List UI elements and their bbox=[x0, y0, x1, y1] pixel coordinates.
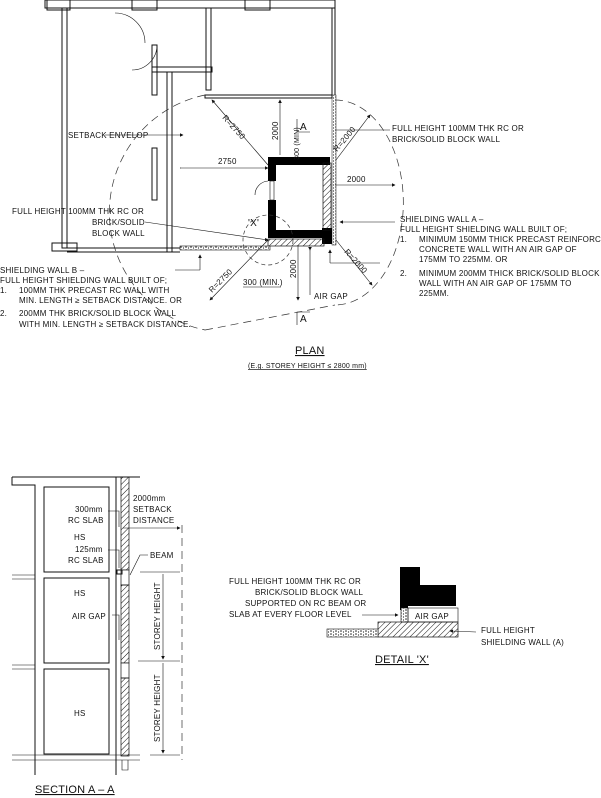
left-wall-note: FULL HEIGHT 100MM THK RC OR BRICK/SOLID … bbox=[12, 207, 145, 238]
air-gap-label: AIR GAP bbox=[415, 612, 449, 621]
note-line: FULL HEIGHT SHIELDING WALL BUILT OF; bbox=[400, 225, 567, 234]
note-line: 175MM TO 225MM. OR bbox=[419, 255, 508, 264]
min-300-top: 300 (MIN) bbox=[294, 127, 301, 160]
plan-title: PLAN bbox=[295, 345, 325, 357]
note-line: MIN. LENGTH ≥ SETBACK DISTANCE. OR bbox=[19, 296, 182, 305]
note-line: SHIELDING WALL (A) bbox=[481, 638, 564, 647]
plan-subtitle: (E.g. STOREY HEIGHT ≤ 2800 mm) bbox=[248, 363, 367, 370]
note-line: WITH MIN. LENGTH ≥ SETBACK DISTANCE. bbox=[19, 320, 191, 329]
setback-label: 2000mm bbox=[133, 494, 165, 503]
hs-label: HS bbox=[74, 709, 86, 718]
note-line: BRICK/SOLID BLOCK WALL bbox=[392, 135, 500, 144]
dim-2750: 2750 bbox=[218, 157, 237, 166]
note-line: 2. bbox=[0, 309, 7, 318]
slab-125-label: RC SLAB bbox=[68, 556, 104, 565]
plan-view: SETBACK ENVELOP 2750 2000 2000 2000 R=27… bbox=[0, 0, 601, 370]
note-line: FULL HEIGHT bbox=[481, 626, 535, 635]
detail-x-view: FULL HEIGHT 100MM THK RC OR BRICK/SOLID … bbox=[229, 567, 564, 666]
section-mark-top: A bbox=[300, 122, 307, 133]
hs-label: HS bbox=[74, 533, 86, 542]
shielding-wall-a-note: SHIELDING WALL A – FULL HEIGHT SHIELDING… bbox=[400, 215, 601, 298]
storey-height-label: STOREY HEIGHT bbox=[153, 582, 162, 650]
shielding-wall-a-hatch bbox=[267, 162, 332, 247]
beam-label: BEAM bbox=[150, 551, 174, 560]
detail-labels: FULL HEIGHT 100MM THK RC OR BRICK/SOLID … bbox=[229, 577, 564, 666]
min-300-bottom: 300 (MIN.) bbox=[243, 278, 283, 287]
plan-walls bbox=[44, 0, 337, 253]
note-line: BRICK/SOLID BLOCK WALL bbox=[255, 588, 363, 597]
section-labels: 300mm RC SLAB HS 125mm RC SLAB HS AIR GA… bbox=[35, 494, 174, 796]
dim-2000-right: 2000 bbox=[347, 175, 366, 184]
note-line: 1. bbox=[0, 286, 7, 295]
dim-2000-top: 2000 bbox=[271, 121, 280, 140]
note-line: 100MM THK PRECAST RC WALL WITH bbox=[19, 286, 169, 295]
storey-height-label: STOREY HEIGHT bbox=[153, 674, 162, 742]
note-line: MINIMUM 150MM THICK PRECAST REINFORCED bbox=[419, 235, 601, 244]
slab-300-label: 300mm bbox=[75, 505, 103, 514]
note-line: 2. bbox=[400, 269, 407, 278]
dimension-lines bbox=[105, 99, 396, 325]
note-line: 225MM. bbox=[419, 289, 449, 298]
setback-label: SETBACK bbox=[133, 505, 172, 514]
note-line: SHIELDING WALL A – bbox=[400, 215, 484, 224]
shielding-wall-b-note: SHIELDING WALL B – FULL HEIGHT SHIELDING… bbox=[0, 266, 191, 329]
lift-core bbox=[254, 157, 332, 244]
radius-2750-bottom: R=2750 bbox=[207, 267, 234, 294]
setback-label: DISTANCE bbox=[133, 516, 174, 525]
right-wall-note: FULL HEIGHT 100MM THK RC OR BRICK/SOLID … bbox=[392, 124, 524, 144]
hs-label: HS bbox=[74, 589, 86, 598]
section-mark-bottom: A bbox=[300, 314, 307, 325]
slab-125-label: 125mm bbox=[75, 545, 103, 554]
note-line: SHIELDING WALL B – bbox=[0, 266, 85, 275]
detail-title: DETAIL 'X' bbox=[375, 654, 429, 666]
dim-2000-bottom: 2000 bbox=[289, 259, 298, 278]
radius-2750-top: R=2750 bbox=[221, 113, 248, 141]
section-structure bbox=[11, 476, 183, 775]
detail-x-mark: 'X' bbox=[248, 218, 259, 229]
note-line: WALL WITH AN AIR GAP OF 175MM TO bbox=[419, 279, 572, 288]
note-line: SUPPORTED ON RC BEAM OR bbox=[245, 599, 366, 608]
note-line: SLAB AT EVERY FLOOR LEVEL bbox=[229, 610, 352, 619]
note-line: MINIMUM 200MM THICK BRICK/SOLID BLOCK bbox=[419, 269, 600, 278]
setback-envelope bbox=[109, 94, 404, 331]
air-gap-label: AIR GAP bbox=[72, 612, 106, 621]
note-line: FULL HEIGHT 100MM THK RC OR bbox=[392, 124, 524, 133]
radius-2000-bottom: R=2000 bbox=[343, 247, 370, 275]
note-line: BLOCK WALL bbox=[92, 229, 145, 238]
slab-300-label: RC SLAB bbox=[68, 516, 104, 525]
setback-envelop-label: SETBACK ENVELOP bbox=[68, 131, 148, 140]
section-view: 300mm RC SLAB HS 125mm RC SLAB HS AIR GA… bbox=[11, 476, 183, 796]
note-line: FULL HEIGHT 100MM THK RC OR bbox=[12, 207, 144, 216]
note-line: FULL HEIGHT SHIELDING WALL BUILT OF; bbox=[0, 276, 167, 285]
note-line: FULL HEIGHT 100MM THK RC OR bbox=[229, 577, 361, 586]
note-line: 1. bbox=[400, 235, 407, 244]
note-line: BRICK/SOLID bbox=[92, 218, 145, 227]
air-gap-label: AIR GAP bbox=[314, 292, 348, 301]
section-title: SECTION A – A bbox=[35, 784, 115, 796]
note-line: 200MM THK BRICK/SOLID BLOCK WALL bbox=[19, 309, 176, 318]
note-line: CONCRETE WALL WITH AN AIR GAP OF bbox=[419, 245, 577, 254]
